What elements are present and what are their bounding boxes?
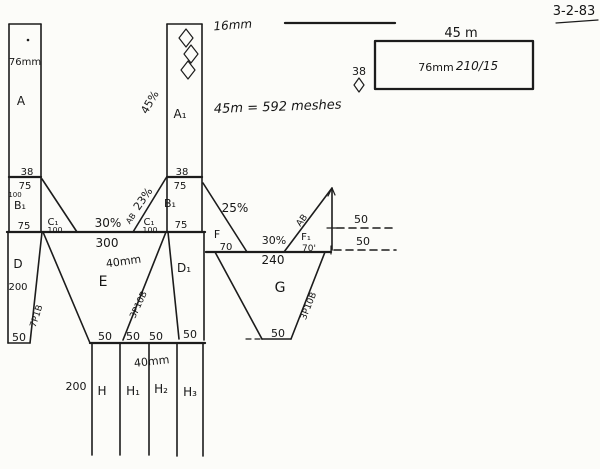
codend-top-count-1: 50	[98, 330, 112, 343]
side-mark-lower-count: 50	[356, 235, 370, 248]
panel-b1-right-top-count: 75	[174, 181, 187, 192]
panel-g-top-count: 240	[262, 253, 285, 267]
mesh-equation-label: 45m = 592 meshes	[214, 98, 342, 117]
date-underline	[555, 19, 599, 24]
panel-g: 240 G 50 3P10B	[214, 251, 326, 340]
taper-c1-right-cut-rate: AB	[124, 211, 138, 225]
panel-f-count: 70	[220, 242, 233, 253]
codend-panel-h-label: H	[97, 384, 106, 398]
taper-c1-right-edge	[132, 177, 167, 233]
panel-e: 300 40mm E 3P10B	[42, 231, 167, 344]
panel-e-name-label: E	[99, 274, 108, 290]
panel-e-right-edge	[122, 231, 167, 341]
codend-top-count-3: 50	[149, 330, 163, 343]
taper-c1-right-percent: 23%	[131, 185, 156, 212]
side-depth-marks: 50 50	[333, 213, 397, 251]
headrope-box: 45 m 76mm 210/15 38	[352, 26, 535, 93]
headrope-depth-label: 38	[352, 65, 366, 78]
panel-f-name-label: F	[214, 228, 220, 241]
codend-top-count-2: 50	[126, 330, 140, 343]
mesh-diamond-icon	[180, 60, 196, 80]
panel-d-right-edge	[29, 231, 43, 344]
panel-b1-left-top-count: 75	[19, 181, 32, 192]
panel-a1-38-label: 38	[176, 167, 189, 178]
taper-c1-right-name: C₁	[144, 217, 155, 228]
panel-d-bottom-count: 50	[12, 331, 26, 344]
panel-f-taper-edge	[202, 182, 248, 253]
date-label: 3-2-83	[553, 4, 595, 19]
taper-c1-left-count: 100	[47, 226, 62, 235]
panel-a-mesh-label: 76mm	[9, 57, 41, 68]
mesh-diamond-icon	[183, 44, 199, 64]
codend-mesh-label: 40mm	[133, 353, 170, 370]
panel-d1-name-label: D₁	[177, 261, 191, 275]
headrope-length-label: 45 m	[444, 26, 477, 41]
codend-panel-h3-label: H₃	[183, 385, 197, 399]
panel-a1-taper-label: 45%	[138, 88, 161, 116]
panel-e-top-count: 300	[96, 236, 119, 250]
panel-d1-left-edge	[167, 231, 180, 340]
mesh-size-16mm-label: 16mm	[213, 17, 253, 34]
panel-f1-cut-edge	[283, 187, 333, 253]
headrope-twine-label: 210/15	[456, 59, 498, 73]
panel-b1-right-name: B₁	[164, 197, 176, 210]
codend-panel-h1-label: H₁	[126, 384, 140, 398]
panel-a-column: 76mm A 38 75 100 B₁ 75	[7, 23, 43, 233]
panel-a-name-label: A	[17, 94, 26, 108]
panel-e-left-edge	[42, 231, 91, 344]
panel-f1-taper-label: 30%	[262, 234, 286, 247]
panel-e-cut-rate: 3P10B	[129, 290, 150, 320]
side-mark-upper-count: 50	[354, 213, 368, 226]
panel-g-cut-rate: 3P10B	[299, 291, 319, 321]
panel-d1: D₁	[167, 231, 205, 341]
panel-d-name-label: D	[13, 257, 22, 271]
taper-c1-left: C₁ 100	[41, 178, 78, 235]
codend-top-count-4: 50	[183, 328, 197, 341]
panel-g-left-edge	[214, 251, 263, 340]
panel-f-section: 25% F 70 30% F₁ 70'	[202, 182, 333, 254]
taper-c1-left-name: C₁	[48, 217, 59, 228]
panel-a1-name-label: A₁	[173, 107, 186, 121]
panel-b1-left-side-count: 100	[8, 191, 21, 199]
panel-f-taper-label: 25%	[222, 201, 249, 215]
taper-c1-left-edge	[41, 178, 78, 233]
panel-d-side-count: 200	[8, 282, 27, 293]
top-annotations: 3-2-83 16mm 45m = 592 meshes	[213, 4, 599, 117]
panel-e-mesh-label: 40mm	[105, 253, 142, 271]
headrope-rectangle	[373, 39, 535, 91]
codend-section: 50 50 50 50 40mm 200 H H₁ H₂ H₃	[66, 328, 207, 457]
codend-side-count: 200	[66, 380, 87, 393]
panel-b1-left-name: B₁	[14, 199, 26, 212]
panel-d: D 200 50 7P1B	[7, 231, 46, 344]
panel-f1-count: 70'	[302, 244, 316, 254]
panel-f1-name-label: F₁	[301, 232, 311, 243]
mesh-diamond-icon	[178, 28, 194, 48]
panel-g-right-edge	[290, 251, 326, 340]
codend-panel-h2-label: H₂	[154, 382, 168, 396]
panel-d-cut-rate: 7P1B	[29, 304, 46, 329]
panel-b1-left-bottom-count: 75	[18, 221, 31, 232]
panel-a-38-label: 38	[21, 167, 34, 178]
panel-b1-right-bottom-count: 75	[175, 220, 188, 231]
taper-c1-right: 23% AB C₁ 100	[124, 177, 167, 235]
panel-f1-cut-rate: AB	[295, 213, 310, 229]
taper-c1-right-count: 100	[142, 226, 157, 235]
ink-dot	[26, 38, 30, 42]
panel-g-bottom-count: 50	[271, 327, 285, 340]
headrope-mesh-label: 76mm	[418, 61, 453, 74]
panel-g-name-label: G	[275, 280, 286, 296]
mesh-diamond-icon	[353, 77, 365, 93]
mid-taper-label: 30%	[95, 216, 122, 230]
